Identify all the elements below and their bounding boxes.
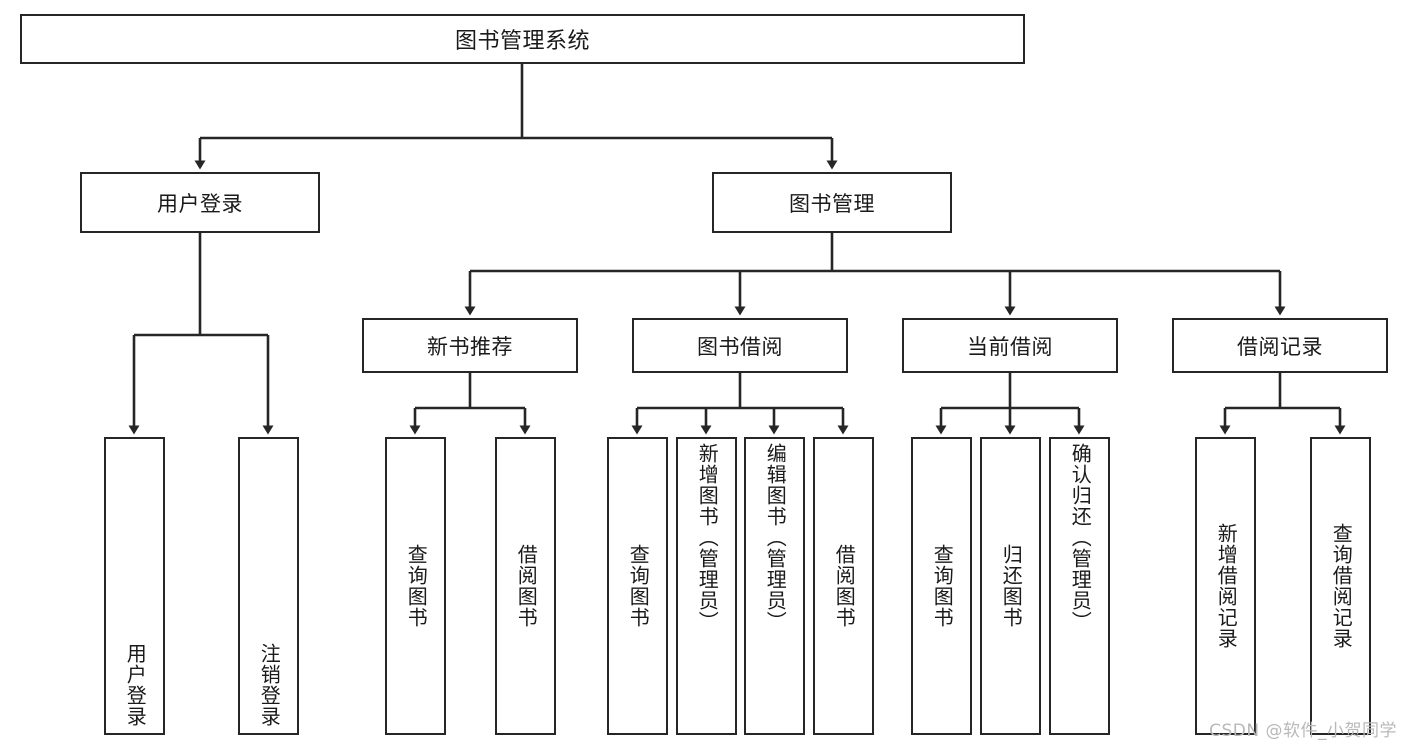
node-add-record[interactable]: 新增借阅记录 [1195,437,1256,735]
node-add-record-label: 新增借阅记录 [1214,523,1239,649]
node-query-book-2[interactable]: 查询图书 [607,437,668,735]
node-borrow-record-label: 借阅记录 [1237,334,1323,359]
node-borrow-book-2-label: 借阅图书 [832,544,857,628]
node-query-record-label: 查询借阅记录 [1329,523,1354,649]
node-query-book-3-label: 查询图书 [930,544,955,628]
node-login-label: 用户登录 [123,643,148,727]
node-login[interactable]: 用户登录 [104,437,165,735]
node-edit-book-label: 编辑图书（管理员） [763,443,788,632]
node-borrow-record[interactable]: 借阅记录 [1172,318,1388,373]
node-return-book[interactable]: 归还图书 [980,437,1041,735]
node-root-label: 图书管理系统 [454,29,590,54]
node-confirm-return-label: 确认归还（管理员） [1068,443,1093,632]
node-confirm-return[interactable]: 确认归还（管理员） [1049,437,1110,735]
node-borrow-book-1[interactable]: 借阅图书 [495,437,556,735]
node-book-manage[interactable]: 图书管理 [712,172,952,233]
node-book-manage-label: 图书管理 [789,191,875,216]
node-query-book-1[interactable]: 查询图书 [385,437,446,735]
node-add-book-label: 新增图书（管理员） [695,443,720,632]
node-return-book-label: 归还图书 [999,544,1024,628]
node-query-book-2-label: 查询图书 [626,544,651,628]
node-current-borrow[interactable]: 当前借阅 [902,318,1118,373]
node-borrow-book-1-label: 借阅图书 [514,544,539,628]
node-user-login[interactable]: 用户登录 [80,172,320,233]
node-user-login-label: 用户登录 [157,191,243,216]
node-root[interactable]: 图书管理系统 [20,14,1025,64]
node-query-record[interactable]: 查询借阅记录 [1310,437,1371,735]
node-new-book-recommend-label: 新书推荐 [427,334,513,359]
node-borrow-book-2[interactable]: 借阅图书 [813,437,874,735]
node-logout[interactable]: 注销登录 [238,437,299,735]
node-query-book-3[interactable]: 查询图书 [911,437,972,735]
node-logout-label: 注销登录 [257,643,282,727]
node-current-borrow-label: 当前借阅 [967,334,1053,359]
node-query-book-1-label: 查询图书 [404,544,429,628]
node-book-borrow[interactable]: 图书借阅 [632,318,848,373]
node-new-book-recommend[interactable]: 新书推荐 [362,318,578,373]
node-add-book[interactable]: 新增图书（管理员） [676,437,737,735]
csdn-watermark: CSDN @软件_小贺同学 [1209,721,1397,741]
node-edit-book[interactable]: 编辑图书（管理员） [744,437,805,735]
node-book-borrow-label: 图书借阅 [697,334,783,359]
